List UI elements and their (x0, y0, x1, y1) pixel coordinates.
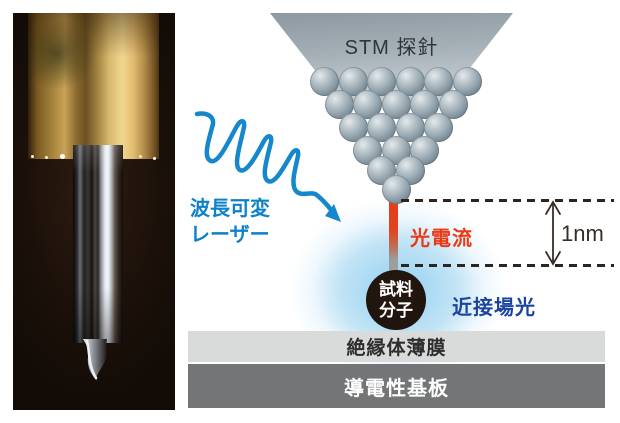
tip-wire (73, 145, 123, 343)
tip-holder-gold-cylinder (28, 13, 159, 159)
nearfield-light-label: 近接場光 (452, 297, 536, 319)
insulator-label: 絶縁体薄膜 (346, 338, 447, 359)
photocurrent-bar (389, 201, 398, 272)
sample-molecule: 試料 分子 (366, 270, 426, 330)
molecule-label-line2: 分子 (379, 301, 413, 320)
laser-label-line1: 波長可変 (190, 198, 270, 220)
substrate-label: 導電性基板 (344, 377, 449, 400)
molecule-label-line1: 試料 (379, 280, 413, 299)
gap-distance-arrow (545, 200, 561, 266)
tip-atom-sphere (381, 174, 411, 204)
photocurrent-label: 光電流 (410, 228, 473, 250)
insulator-film-bar: 絶縁体薄膜 (188, 331, 605, 362)
gap-dashed-line-top (401, 199, 614, 202)
laser-label-line2: レーザー (190, 224, 270, 246)
stm-probe-label: STM 探針 (344, 37, 439, 59)
gap-dashed-line-bottom (401, 264, 614, 267)
stm-tip-photo (13, 13, 175, 410)
holder-edge-highlights (31, 155, 34, 158)
gap-distance-label: 1nm (561, 221, 604, 246)
conductive-substrate-bar: 導電性基板 (188, 364, 605, 408)
laser-label: 波長可変 レーザー (190, 196, 270, 248)
